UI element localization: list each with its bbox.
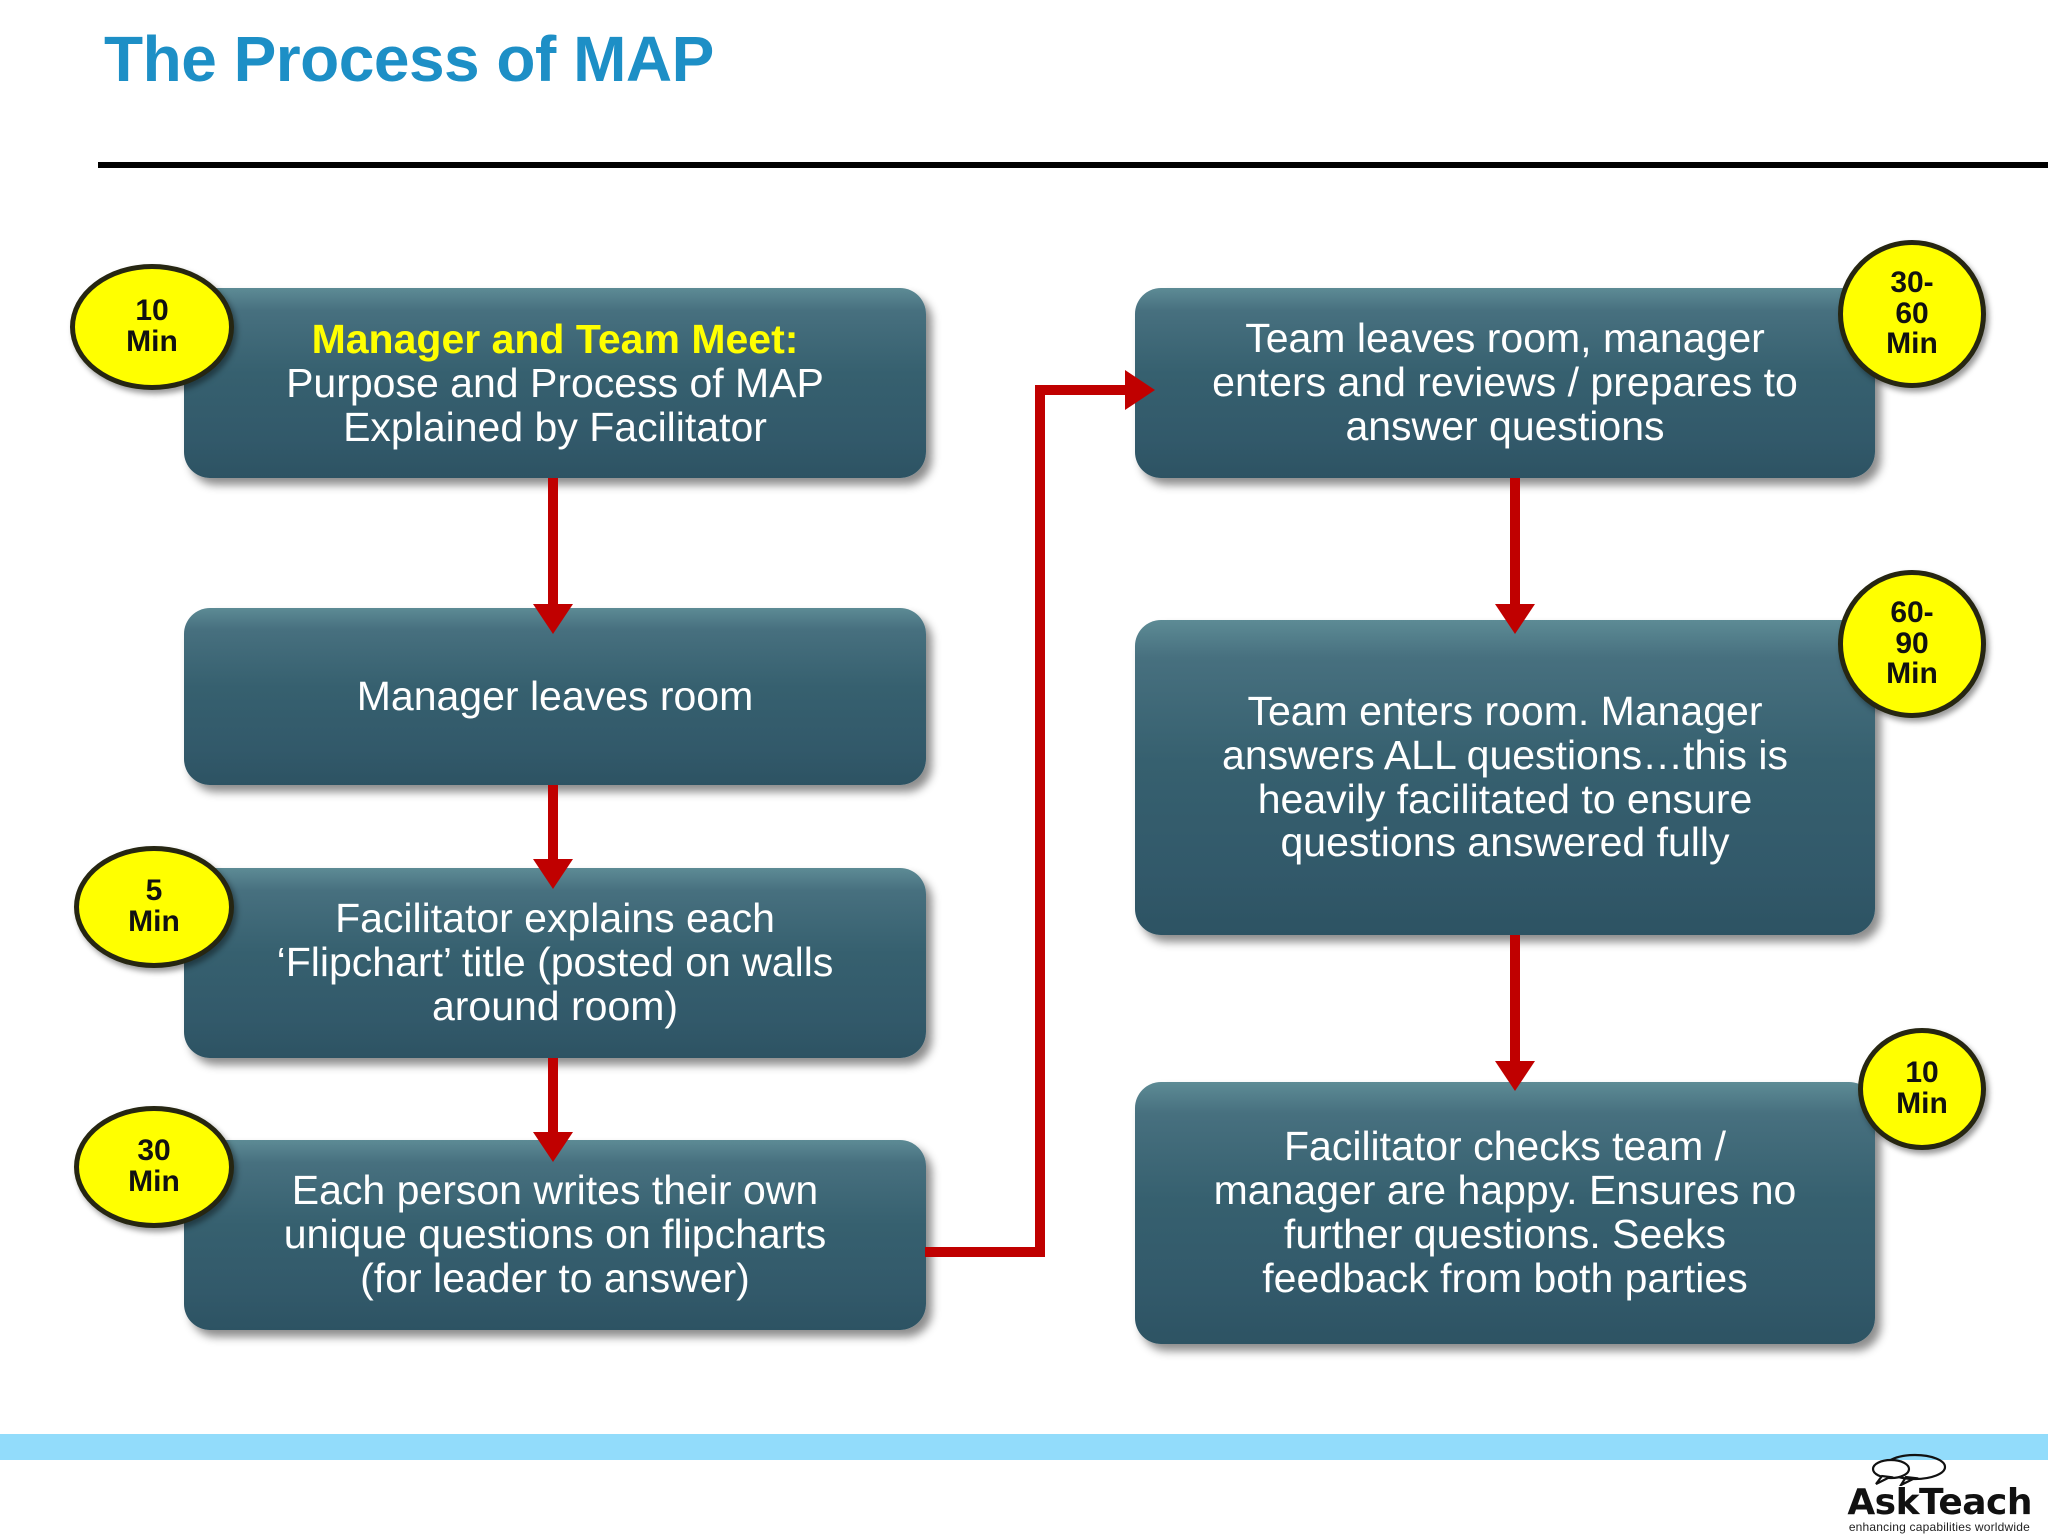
time-badge-value: 60- bbox=[1890, 596, 1934, 630]
process-box-facilitator-checks-team[interactable]: Facilitator checks team / manager are ha… bbox=[1135, 1082, 1875, 1344]
time-badge-value: 10 bbox=[135, 294, 169, 328]
process-box-line: Facilitator checks team / bbox=[1283, 1123, 1727, 1170]
process-box-text: Team enters room. Manager answers ALL qu… bbox=[1153, 687, 1857, 866]
process-box-team-leaves-manager-enters[interactable]: Team leaves room, manager enters and rev… bbox=[1135, 288, 1875, 478]
connector-left-1-arrowhead bbox=[533, 604, 573, 634]
process-box-line: Manager leaves room bbox=[356, 672, 754, 719]
process-box-line: feedback from both parties bbox=[1262, 1254, 1748, 1301]
process-box-heading: Manager and Team Meet: bbox=[311, 315, 799, 362]
process-box-line: ‘Flipchart’ title (posted on walls bbox=[276, 939, 834, 986]
connector-left-1-vertical bbox=[548, 478, 558, 608]
process-box-line: questions answered fully bbox=[1280, 819, 1730, 866]
time-badge-30-min: 30 Min bbox=[74, 1106, 234, 1228]
time-badge-value: 10 bbox=[1905, 1056, 1939, 1090]
process-box-line: (for leader to answer) bbox=[360, 1254, 750, 1301]
connector-left-2-vertical bbox=[548, 785, 558, 867]
process-box-facilitator-explains-flipchart[interactable]: Facilitator explains each ‘Flipchart’ ti… bbox=[184, 868, 926, 1058]
time-badge-unit: Min bbox=[126, 325, 178, 358]
process-box-text: Facilitator explains each ‘Flipchart’ ti… bbox=[202, 895, 908, 1029]
time-badge-value: 5 bbox=[145, 874, 163, 908]
time-badge-10-min-right: 10 Min bbox=[1858, 1028, 1986, 1150]
process-box-line: Explained by Facilitator bbox=[343, 403, 767, 450]
title-divider bbox=[98, 162, 2048, 168]
process-box-line: Purpose and Process of MAP bbox=[286, 359, 824, 406]
time-badge-value-2: 60 bbox=[1895, 296, 1929, 330]
connector-right-2-vertical bbox=[1510, 935, 1520, 1065]
process-box-line: unique questions on flipcharts bbox=[283, 1211, 827, 1258]
process-box-text: Each person writes their own unique ques… bbox=[202, 1167, 908, 1301]
process-box-line: heavily facilitated to ensure bbox=[1257, 775, 1753, 822]
time-badge-unit: Min bbox=[128, 1165, 180, 1198]
process-box-line: Facilitator explains each bbox=[335, 895, 775, 942]
connector-right-1-arrowhead bbox=[1495, 604, 1535, 634]
process-box-line: answers ALL questions…this is bbox=[1222, 731, 1788, 778]
footer-bar bbox=[0, 1434, 2048, 1460]
process-box-text: Manager and Team Meet: Purpose and Proce… bbox=[202, 315, 908, 450]
connector-right-2-arrowhead bbox=[1495, 1061, 1535, 1091]
process-box-line: further questions. Seeks bbox=[1283, 1211, 1727, 1257]
process-box-manager-team-meet[interactable]: Manager and Team Meet: Purpose and Proce… bbox=[184, 288, 926, 478]
process-box-line: Team leaves room, manager bbox=[1245, 315, 1765, 362]
logo-tagline: enhancing capabilities worldwide bbox=[1848, 1520, 2030, 1534]
speech-bubbles-icon bbox=[1871, 1453, 1947, 1486]
connector-cross-horizontal-bottom bbox=[925, 1247, 1045, 1257]
connector-right-1-vertical bbox=[1510, 478, 1520, 608]
time-badge-value: 30- bbox=[1890, 266, 1934, 300]
process-box-text: Manager leaves room bbox=[202, 672, 908, 719]
connector-left-3-vertical bbox=[548, 1058, 558, 1140]
process-box-manager-leaves-room[interactable]: Manager leaves room bbox=[184, 608, 926, 785]
process-box-text: Team leaves room, manager enters and rev… bbox=[1153, 315, 1857, 449]
askteach-logo: AskTeach enhancing capabilities worldwid… bbox=[1806, 1452, 2036, 1534]
process-box-team-enters-manager-answers[interactable]: Team enters room. Manager answers ALL qu… bbox=[1135, 620, 1875, 935]
time-badge-value-2: 90 bbox=[1895, 626, 1929, 660]
process-box-line: Team enters room. Manager bbox=[1247, 687, 1763, 734]
time-badge-5-min: 5 Min bbox=[74, 846, 234, 968]
logo-wordmark: AskTeach bbox=[1847, 1482, 2032, 1523]
connector-cross-horizontal-top bbox=[1035, 385, 1135, 395]
time-badge-unit: Min bbox=[1896, 1087, 1948, 1120]
process-box-line: enters and reviews / prepares to bbox=[1212, 359, 1798, 406]
process-box-line: around room) bbox=[431, 982, 679, 1029]
process-box-line: manager are happy. Ensures no bbox=[1213, 1167, 1797, 1214]
process-box-line: answer questions bbox=[1345, 402, 1665, 449]
time-badge-unit: Min bbox=[128, 905, 180, 938]
time-badge-60-90-min: 60- 90 Min bbox=[1838, 570, 1986, 718]
time-badge-value: 30 bbox=[137, 1134, 171, 1168]
connector-cross-arrowhead bbox=[1125, 370, 1155, 410]
time-badge-unit: Min bbox=[1886, 657, 1938, 691]
time-badge-30-60-min: 30- 60 Min bbox=[1838, 240, 1986, 388]
connector-left-3-arrowhead bbox=[533, 1132, 573, 1162]
process-box-line: Each person writes their own bbox=[291, 1167, 819, 1214]
time-badge-10-min: 10 Min bbox=[70, 264, 234, 390]
page-title: The Process of MAP bbox=[104, 23, 714, 95]
process-box-each-person-writes-questions[interactable]: Each person writes their own unique ques… bbox=[184, 1140, 926, 1330]
connector-left-2-arrowhead bbox=[533, 859, 573, 889]
time-badge-unit: Min bbox=[1886, 327, 1938, 361]
connector-cross-vertical bbox=[1035, 385, 1045, 1257]
process-box-text: Facilitator checks team / manager are ha… bbox=[1153, 1123, 1857, 1301]
